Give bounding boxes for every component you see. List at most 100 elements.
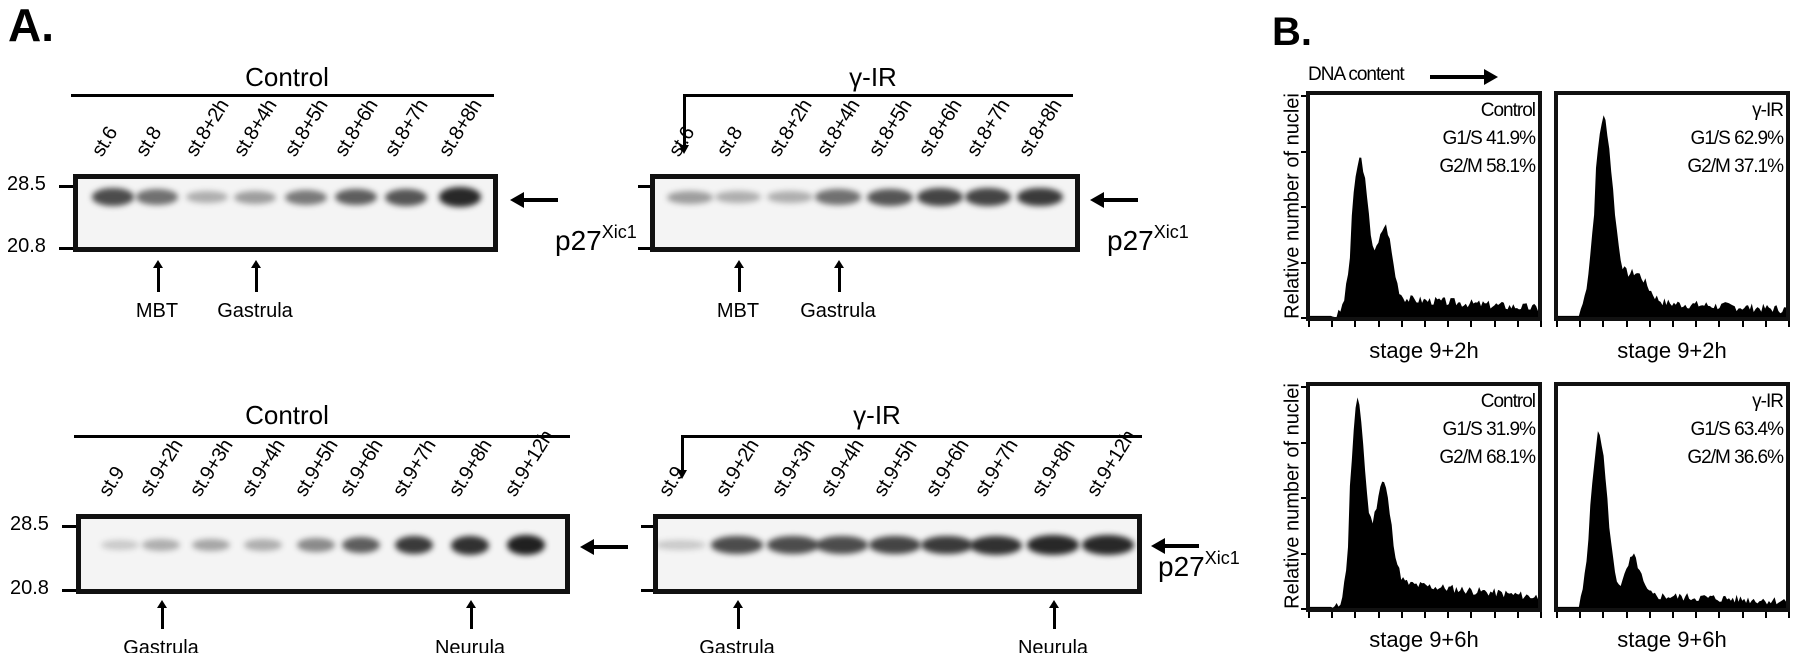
lane-label: st.8+2h (181, 95, 234, 161)
lane-label: st.9+3h (185, 435, 238, 501)
lane-label: st.8+8h (434, 95, 487, 161)
mw-tick (638, 185, 650, 188)
lane-label: st.9 (654, 463, 690, 501)
g1s-label: G1/S 41.9% (1442, 128, 1536, 149)
blot-membrane (650, 174, 1080, 252)
left-arrow-icon (1151, 538, 1199, 554)
protein-band (285, 189, 327, 205)
x-axis-tick (1602, 612, 1605, 618)
x-axis-tick (1648, 612, 1651, 618)
mw-marker-label: 20.8 (7, 235, 46, 257)
bracket-line (683, 94, 686, 145)
protein-band (1027, 535, 1079, 555)
y-axis-tick (1301, 150, 1306, 153)
x-axis-tick (1672, 612, 1674, 618)
protein-name: p27 (555, 225, 602, 256)
x-axis-tick (1718, 612, 1721, 618)
x-axis-tick (1695, 612, 1698, 618)
lane-label: st.8+5h (864, 95, 917, 161)
panel-b-letter: B. (1272, 10, 1312, 54)
blot-title: Control (245, 62, 329, 92)
x-axis-tick (1602, 321, 1605, 327)
protein-name: p27 (1158, 551, 1205, 582)
panel-a-letter: A. (8, 0, 54, 51)
x-axis-tick (1556, 612, 1558, 618)
protein-band (450, 535, 490, 555)
mw-tick (62, 589, 76, 592)
protein-band (921, 535, 973, 555)
blot-title: Control (245, 400, 329, 430)
x-axis-tick (1540, 321, 1542, 327)
stage-marker-label: Gastrula (699, 637, 775, 653)
stage-label: stage 9+6h (1617, 627, 1727, 652)
condition-label: Control (1480, 100, 1536, 121)
stage-marker-label: Neurula (434, 637, 506, 653)
x-axis-tick (1625, 612, 1628, 618)
x-axis-tick (1308, 612, 1310, 618)
protein-band (439, 187, 481, 207)
x-axis-label: DNA content (1308, 64, 1405, 85)
protein-band (394, 535, 434, 555)
x-axis-tick (1424, 612, 1426, 618)
protein-label: p27Xic1 (1158, 548, 1240, 583)
lane-label: st.8+7h (962, 95, 1015, 161)
histogram-area (1310, 397, 1538, 608)
y-axis-tick (1301, 317, 1306, 319)
mw-tick (641, 589, 653, 592)
protein-band (815, 189, 861, 205)
blot-membrane (653, 514, 1142, 594)
protein-band (92, 188, 134, 206)
protein-band (335, 188, 377, 206)
mw-tick (641, 525, 653, 528)
y-axis-tick (1301, 552, 1306, 555)
x-axis-tick (1377, 612, 1380, 618)
stage-marker-label: Gastrula (800, 300, 876, 322)
stage-label: stage 9+2h (1617, 338, 1727, 363)
up-arrow-icon (733, 600, 743, 629)
blot-membrane (76, 514, 570, 594)
x-axis-tick (1764, 321, 1767, 327)
x-axis-tick (1672, 321, 1674, 327)
y-axis-tick (1301, 95, 1306, 97)
x-axis-tick (1354, 612, 1357, 618)
histogram (1310, 157, 1538, 317)
x-axis-tick (1493, 612, 1496, 618)
protein-band (385, 188, 427, 206)
title-underline (74, 435, 570, 438)
blot-title: γ-IR (853, 400, 901, 430)
blot-membrane (73, 174, 498, 252)
x-axis-tick (1788, 612, 1790, 618)
mw-tick (59, 185, 73, 188)
up-arrow-icon (834, 260, 844, 292)
histogram (1310, 397, 1538, 608)
x-axis-tick (1354, 321, 1357, 327)
x-axis-tick (1741, 321, 1744, 327)
protein-band (341, 536, 381, 554)
up-arrow-icon (466, 600, 476, 629)
up-arrow-icon (734, 260, 744, 292)
x-axis-tick (1470, 612, 1473, 618)
left-arrow-icon (580, 539, 628, 555)
x-axis-tick (1764, 612, 1767, 618)
protein-band (296, 538, 336, 552)
lane-label: st.8 (131, 123, 167, 161)
histogram-area (1558, 115, 1786, 317)
blot-title: γ-IR (849, 62, 897, 92)
lane-label: st.9+5h (869, 435, 922, 501)
mw-marker-label: 28.5 (10, 513, 49, 535)
x-axis-tick (1540, 612, 1542, 618)
protein-band (667, 190, 713, 204)
bracket-line (681, 435, 684, 470)
lane-label: st.6 (664, 123, 700, 161)
up-arrow-icon (251, 260, 261, 292)
protein-band (1017, 187, 1063, 207)
lane-label: st.9+8h (1027, 435, 1080, 501)
lane-label: st.8+6h (914, 95, 967, 161)
protein-band (141, 539, 181, 551)
condition-label: γ-IR (1752, 100, 1784, 121)
